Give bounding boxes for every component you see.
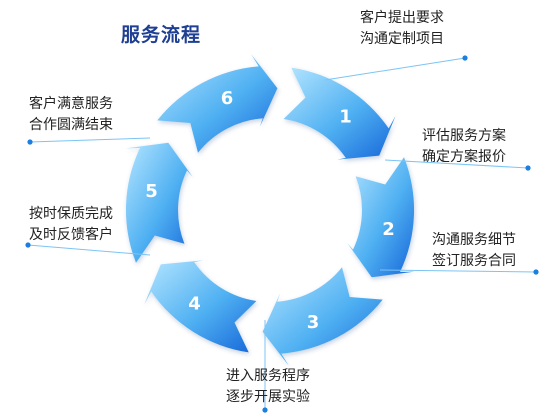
step-number-6: 6 [221,88,234,109]
leader-line-3 [379,269,537,273]
step-3-line-1: 沟通服务细节 [432,232,516,248]
cycle-arrow-segment-1 [283,67,396,160]
step-4-line-1: 进入服务程序 [226,368,310,384]
step-number-2: 2 [382,219,395,240]
leader-line-6 [29,137,151,143]
step-2-line-2: 确定方案报价 [422,149,506,165]
cycle-arrow-segment-6 [157,54,278,153]
leader-dot-4 [262,407,268,413]
cycle-arrow-segment-5 [125,142,193,263]
step-number-3: 3 [307,312,320,333]
leader-line-1 [324,57,466,81]
step-3-line-2: 签订服务合同 [432,253,516,269]
page-title: 服务流程 [121,24,202,46]
step-2-line-1: 评估服务方案 [422,128,506,144]
cycle-arrow-segment-4 [144,260,257,353]
step-2-text: 评估服务方案 确定方案报价 [422,126,506,168]
leader-dot-1 [462,55,468,61]
step-5-line-1: 按时保质完成 [29,206,113,222]
cycle-arrow-segment-3 [262,267,383,366]
step-6-line-2: 合作圆满结束 [29,117,113,133]
step-1-line-1: 客户提出要求 [360,10,444,26]
step-4-line-2: 逐步开展实验 [226,389,310,405]
step-5-text: 按时保质完成 及时反馈客户 [29,204,113,246]
step-number-4: 4 [188,293,201,314]
step-4-text: 进入服务程序 逐步开展实验 [226,366,310,408]
step-6-text: 客户满意服务 合作圆满结束 [29,94,113,136]
step-1-text: 客户提出要求 沟通定制项目 [360,8,444,50]
leader-line-5 [27,244,151,256]
leader-dot-3 [533,269,539,275]
step-1-line-2: 沟通定制项目 [360,31,444,47]
leader-dot-2 [525,165,531,171]
leader-line-2 [384,159,529,169]
step-6-line-1: 客户满意服务 [29,96,113,112]
leader-dot-5 [25,242,31,248]
cycle-arrow-segment-2 [347,157,415,278]
leader-dot-6 [27,139,33,145]
step-number-5: 5 [145,181,158,202]
step-3-text: 沟通服务细节 签订服务合同 [432,230,516,272]
step-number-1: 1 [339,107,352,128]
step-5-line-2: 及时反馈客户 [29,227,113,243]
